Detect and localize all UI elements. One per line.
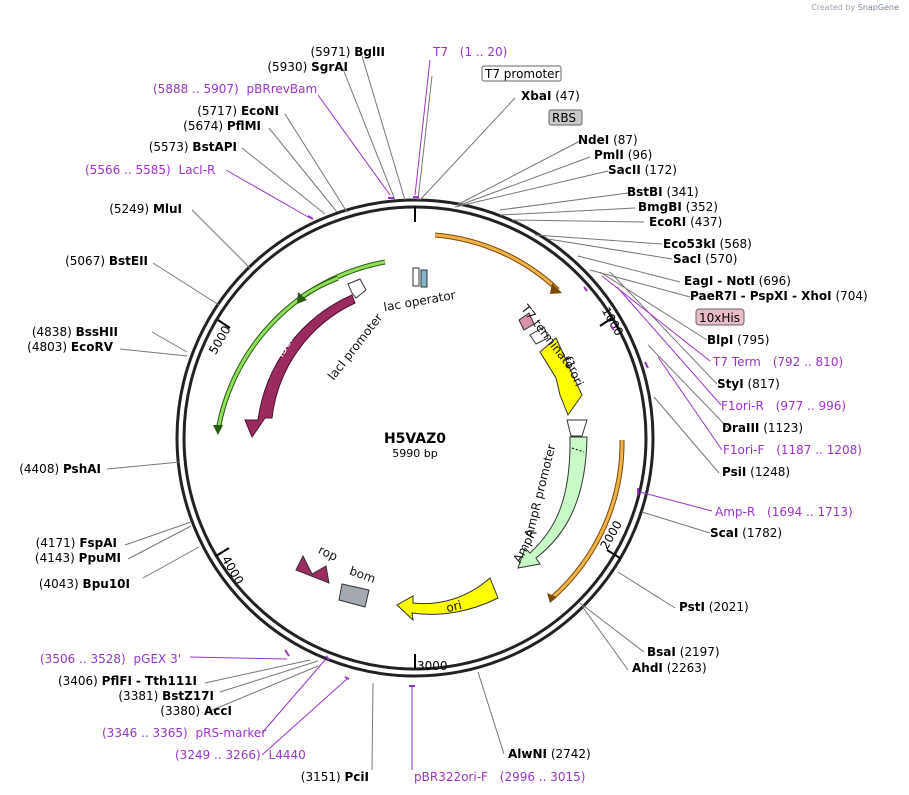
primer-labels: T7 (1 .. 20) (5888 .. 5907) pBRrevBam (5…: [40, 45, 862, 784]
ori-label: ori: [445, 598, 464, 615]
site-label-econi: (5717) EcoNI: [197, 104, 279, 118]
site-label-fspai: (4171) FspAI: [36, 536, 117, 550]
f1-ori-arrow: [539, 337, 583, 417]
bom-box: [338, 583, 370, 608]
site-label-pflfi: (3406) PflFI - Tth111I: [58, 674, 197, 688]
plasmid-length: 5990 bp: [392, 447, 437, 460]
laci-promoter-arrow: [347, 278, 367, 299]
site-label-pshai: (4408) PshAI: [19, 462, 101, 476]
ampr-arrow: [517, 436, 588, 569]
backbone-ticks: [215, 207, 621, 669]
tick-3000: 3000: [417, 659, 448, 673]
leader-lines: [106, 55, 730, 771]
site-label-bstapi: (5573) BstAPI: [149, 140, 237, 154]
ori-arrow: [396, 577, 499, 622]
primer-label-t7-term: T7 Term (792 .. 810): [712, 355, 843, 369]
site-label-ecorv: (4803) EcoRV: [27, 340, 114, 354]
primer-label-pbr322ori-f: pBR322ori-F (2996 .. 3015): [414, 770, 585, 784]
credit-text: Created by: [811, 3, 856, 12]
site-label-alwni: AlwNI (2742): [508, 747, 591, 761]
site-label-sacii: SacII (172): [608, 163, 677, 177]
primer-lines: [189, 59, 723, 770]
site-label-pcii: (3151) PciI: [301, 770, 369, 784]
site-label-mlui: (5249) MluI: [109, 202, 182, 216]
right-site-labels: XbaI (47) NdeI (87) PmlI (96) SacII (172…: [508, 89, 868, 761]
rbs-box-label: RBS: [552, 111, 576, 125]
laci-arrow: [244, 294, 356, 439]
site-label-bsshii: (4838) BssHII: [32, 325, 118, 339]
site-label-draiii: DraIII (1123): [722, 421, 803, 435]
left-site-labels: (5971) BglII (5930) SgrAI (5717) EcoNI (…: [19, 45, 385, 784]
site-label-bstz17i: (3381) BstZ17I: [118, 689, 214, 703]
primer-label-amp-r: Amp-R (1694 .. 1713): [715, 505, 853, 519]
tick-4000: 4000: [219, 553, 246, 586]
t7-promoter-box-label: T7 promoter: [484, 67, 560, 81]
snapgene-credit: Created by SnapGene: [811, 3, 899, 12]
primer-label-pgex3: (3506 .. 3528) pGEX 3': [40, 652, 181, 666]
site-label-pmli: PmlI (96): [594, 148, 652, 162]
site-label-xbai: XbaI (47): [521, 89, 580, 103]
site-label-saci: SacI (570): [673, 252, 737, 266]
primer-label-laci-r: (5566 .. 5585) LacI-R: [85, 163, 215, 177]
primer-label-f1ori-r: F1ori-R (977 .. 996): [721, 399, 846, 413]
laci-promoter-label: lacI promoter: [325, 311, 386, 383]
primer-label-f1ori-f: F1ori-F (1187 .. 1208): [723, 443, 862, 457]
site-label-scai: ScaI (1782): [710, 526, 782, 540]
site-label-ecori: EcoRI (437): [649, 215, 722, 229]
site-label-acci: (3380) AccI: [160, 704, 232, 718]
primer-marks: [284, 196, 649, 687]
boxed-labels: T7 promoter RBS 10xHis: [481, 65, 745, 326]
plasmid-name: H5VAZ0: [384, 431, 446, 447]
site-label-psii: PsiI (1248): [722, 465, 790, 479]
his-tag-box-label: 10xHis: [699, 311, 740, 325]
site-label-bglii: (5971) BglII: [310, 45, 385, 59]
primer-label-prs-marker: (3346 .. 3365) pRS-marker: [102, 726, 266, 740]
primer-label-t7: T7 (1 .. 20): [432, 45, 507, 59]
t7-terminator-box: [518, 312, 535, 331]
site-label-bmgbi: BmgBI (352): [638, 200, 718, 214]
site-label-eagi: EagI - NotI (696): [684, 274, 791, 288]
site-label-bstbi: BstBI (341): [627, 185, 699, 199]
site-label-eco53ki: Eco53kI (568): [663, 237, 752, 251]
ampr-promoter-arrow: [566, 419, 588, 437]
site-label-sgrai: (5930) SgrAI: [267, 60, 348, 74]
primer-label-pbrrevbam: (5888 .. 5907) pBRrevBam: [153, 82, 317, 96]
site-label-ndei: NdeI (87): [578, 133, 638, 147]
lac-operator-label: lac operator: [383, 288, 457, 314]
site-label-pflmi: (5674) PflMI: [183, 119, 261, 133]
credit-brand: SnapGene: [857, 3, 899, 12]
site-label-paer7i: PaeR7I - PspXI - XhoI (704): [690, 289, 868, 303]
primer-label-l4440: (3249 .. 3266) L4440: [175, 748, 306, 762]
site-label-bsai: BsaI (2197): [647, 645, 720, 659]
site-label-bpu10i: (4043) Bpu10I: [39, 577, 130, 591]
features: [213, 232, 625, 622]
site-label-ppumi: (4143) PpuMI: [35, 551, 121, 565]
site-label-styi: StyI (817): [717, 377, 780, 391]
site-label-blpi: BlpI (795): [707, 333, 769, 347]
rop-arrow: [295, 554, 330, 584]
bom-label: bom: [348, 564, 378, 586]
site-label-psti: PstI (2021): [679, 600, 749, 614]
site-label-bsteii: (5067) BstEII: [65, 254, 148, 268]
lac-operator-box: [412, 267, 420, 287]
site-label-ahdi: AhdI (2263): [632, 661, 707, 675]
rop-label: rop: [316, 543, 340, 564]
